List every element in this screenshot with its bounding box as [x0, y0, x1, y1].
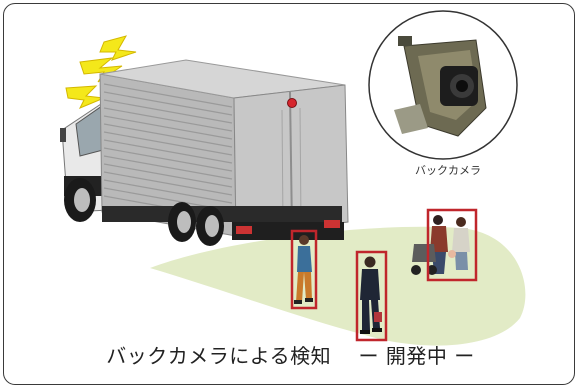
camera-position-marker [287, 98, 297, 108]
pedestrian-middle [360, 256, 382, 334]
back-camera-magnifier [368, 10, 518, 160]
detection-box-left [290, 229, 318, 310]
back-camera-label: バックカメラ [415, 164, 481, 177]
truck-wheels [64, 178, 224, 246]
family-with-stroller [411, 215, 470, 275]
alert-lightning-icon [65, 35, 137, 109]
detection-box-middle [355, 250, 388, 342]
pedestrian-left [294, 235, 313, 304]
detection-box-family [426, 208, 478, 282]
truck-cargo-side [99, 73, 237, 237]
figure-caption: バックカメラによる検知 ー 開発中 ー [106, 344, 475, 368]
